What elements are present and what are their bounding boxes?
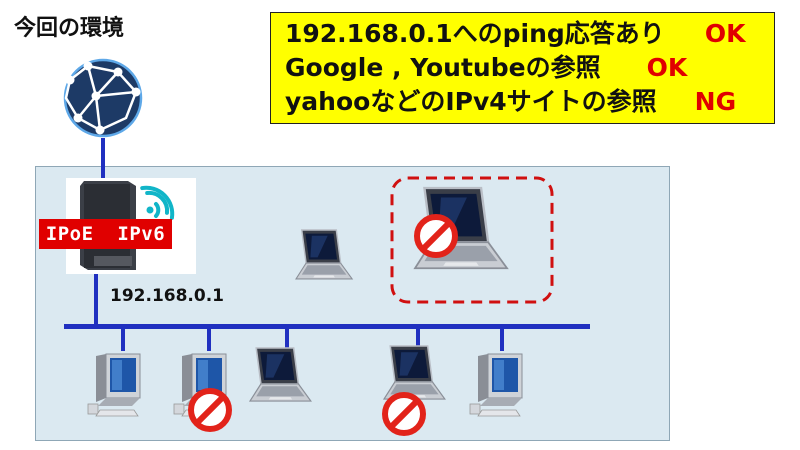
prohibited-icon — [385, 395, 423, 433]
prohibited-icon — [417, 217, 455, 255]
status-text: 192.168.0.1へのping応答あり — [285, 19, 665, 48]
lan-bus-line — [64, 324, 590, 329]
highlight-frame — [390, 176, 554, 304]
status-result-ok: OK — [646, 53, 688, 82]
wifi-icon — [140, 185, 175, 220]
uplink-line — [101, 138, 105, 178]
status-line-ping: 192.168.0.1へのping応答あり OK — [285, 17, 774, 51]
status-line-google: Google , Youtubeの参照 OK — [285, 51, 774, 85]
desktop-icon — [469, 353, 523, 417]
globe-icon — [63, 58, 143, 138]
status-line-yahoo: yahooなどのIPv4サイトの参照 NG — [285, 85, 774, 119]
router-badge: IPoE IPv6 — [39, 219, 172, 249]
diagram-title: 今回の環境 — [14, 16, 125, 41]
laptop-icon — [295, 229, 353, 280]
laptop-icon — [383, 345, 446, 400]
status-text: Google , Youtubeの参照 — [285, 53, 601, 82]
desktop-icon — [87, 353, 141, 417]
status-text: yahooなどのIPv4サイトの参照 — [285, 87, 657, 116]
router-drop-line — [94, 274, 98, 326]
laptop-icon — [249, 347, 312, 402]
status-result-ok: OK — [704, 19, 746, 48]
router-address: 192.168.0.1 — [110, 286, 225, 306]
status-result-ng: NG — [694, 87, 737, 116]
prohibited-icon — [191, 391, 229, 429]
status-box: 192.168.0.1へのping応答あり OK Google , Youtub… — [270, 12, 775, 124]
